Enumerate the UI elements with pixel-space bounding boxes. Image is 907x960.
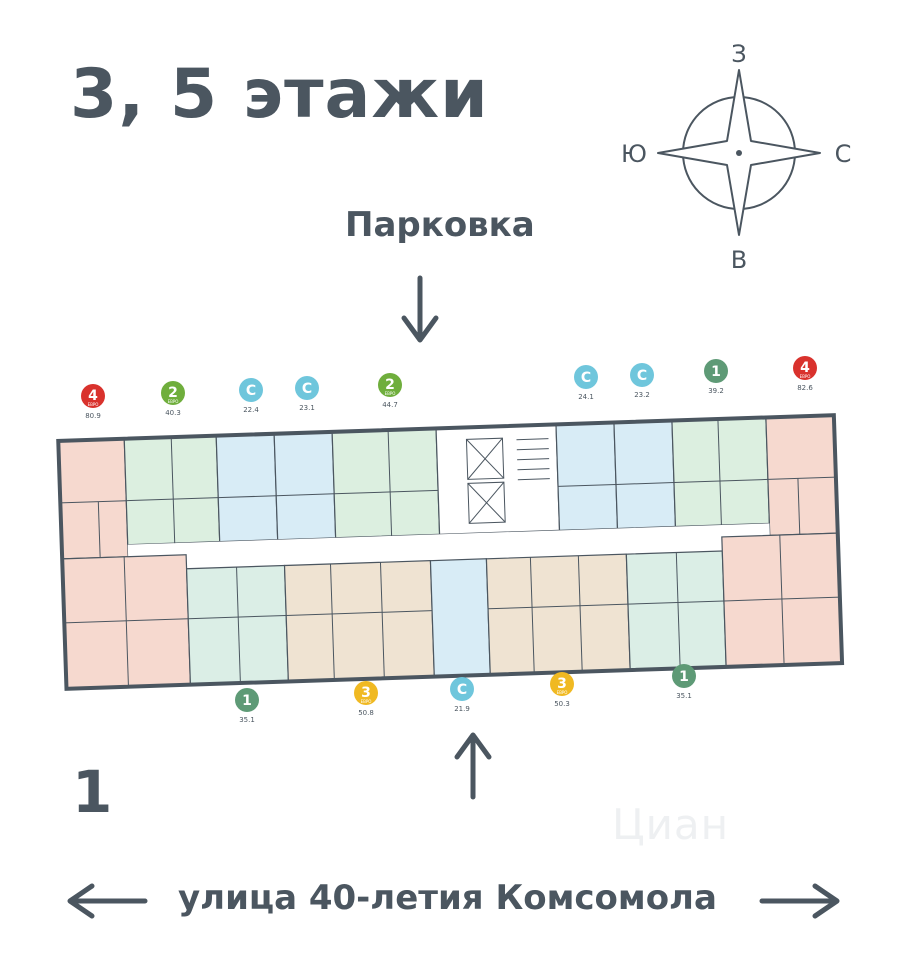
- apartment-badge: 1 35.1: [672, 664, 696, 700]
- watermark: Циан: [612, 800, 730, 849]
- compass-north: З: [731, 40, 746, 68]
- badge-rooms: С: [246, 383, 256, 399]
- entrance-arrow-icon: [454, 732, 492, 800]
- compass-center: [736, 150, 742, 156]
- badge-euro: ЕВРО: [557, 690, 568, 695]
- building-number: 1: [72, 758, 113, 826]
- badge-euro: ЕВРО: [168, 399, 179, 404]
- apartment-area: 50.8: [358, 709, 374, 717]
- apartment-badge: С 22.4: [239, 378, 263, 414]
- badge-circle: [81, 384, 105, 408]
- apartment-area: 35.1: [676, 692, 692, 700]
- apartment-badge: 2 ЕВРО 44.7: [378, 373, 402, 409]
- badge-circle: [295, 376, 319, 400]
- apartment-badge: 3 ЕВРО 50.8: [354, 681, 378, 717]
- apartment-badge: 4 ЕВРО 80.9: [81, 384, 105, 420]
- badge-circle: [550, 672, 574, 696]
- unit-top-4-82-6: [765, 414, 839, 537]
- badge-rooms: 3: [557, 676, 567, 692]
- apartment-badge: 3 ЕВРО 50.3: [550, 672, 574, 708]
- badge-rooms: С: [302, 381, 312, 397]
- outer-wall: [56, 413, 845, 691]
- apartment-badge: С 21.9: [450, 677, 474, 713]
- apartment-area: 23.1: [299, 404, 315, 412]
- badge-rooms: С: [581, 370, 591, 386]
- unit-top-2-44-7: [331, 427, 441, 539]
- plan-body: [56, 413, 845, 691]
- badge-circle: [450, 677, 474, 701]
- badge-euro: ЕВРО: [385, 391, 396, 396]
- apartment-area: 23.2: [634, 391, 650, 399]
- badge-euro: ЕВРО: [361, 699, 372, 704]
- apartment-area: 40.3: [165, 409, 181, 417]
- unit-bottom-3-50-8: [283, 560, 435, 683]
- apartment-badge: 1 39.2: [704, 359, 728, 395]
- apartment-area: 80.9: [85, 412, 101, 420]
- badge-euro: ЕВРО: [88, 402, 99, 407]
- street-arrow-right-icon: [759, 883, 840, 919]
- apartment-badge: 1 35.1: [235, 688, 259, 724]
- apartment-badge: 2 ЕВРО 40.3: [161, 381, 185, 417]
- unit-top-4-80-9: [57, 438, 129, 560]
- apartment-area: 82.6: [797, 384, 813, 392]
- apartment-area: 21.9: [454, 705, 470, 713]
- badge-rooms: 3: [361, 685, 371, 701]
- badge-rooms: 1: [242, 693, 252, 709]
- badge-rooms: 1: [711, 364, 721, 380]
- unit-top-studio-23-2: [613, 419, 677, 530]
- apartment-badge: С 23.1: [295, 376, 319, 412]
- badge-circle: [354, 681, 378, 705]
- partition-lines: [60, 419, 840, 687]
- apartment-area: 35.1: [239, 716, 255, 724]
- badge-circle: [239, 378, 263, 402]
- compass-west: Ю: [621, 140, 647, 168]
- badge-circle: [574, 365, 598, 389]
- badge-circle: [235, 688, 259, 712]
- badge-rooms: 4: [800, 360, 810, 376]
- badge-circle: [704, 359, 728, 383]
- apartment-badge: С 23.2: [630, 363, 654, 399]
- compass-east: С: [835, 140, 852, 168]
- badge-rooms: 1: [679, 669, 689, 685]
- apartment-area: 44.7: [382, 401, 398, 409]
- badge-circle: [378, 373, 402, 397]
- apartment-badge: 4 ЕВРО 82.6: [793, 356, 817, 392]
- stair-core-icon: [465, 437, 550, 524]
- badge-circle: [630, 363, 654, 387]
- badge-euro: ЕВРО: [800, 374, 811, 379]
- apartment-area: 22.4: [243, 406, 259, 414]
- compass-south: В: [731, 246, 747, 274]
- badge-circle: [161, 381, 185, 405]
- street-label: улица 40-летия Комсомола: [178, 878, 717, 918]
- unit-bottom-3-50-3: [485, 553, 631, 676]
- unit-bottom-studio-21-9: [429, 558, 491, 678]
- parking-arrow-icon: [401, 275, 439, 343]
- unit-top-studio-24-1: [555, 421, 619, 531]
- badge-circle: [672, 664, 696, 688]
- badge-circle: [793, 356, 817, 380]
- unit-top-studio-22-4: [215, 433, 279, 543]
- apartment-area: 39.2: [708, 387, 724, 395]
- badge-rooms: 2: [385, 377, 395, 393]
- badge-rooms: С: [637, 368, 647, 384]
- badge-rooms: 2: [168, 385, 178, 401]
- apartment-badge: С 24.1: [574, 365, 598, 401]
- badge-rooms: С: [457, 682, 467, 698]
- apartment-area: 24.1: [578, 393, 594, 401]
- apartment-area: 50.3: [554, 700, 570, 708]
- corridor: [127, 523, 771, 571]
- page-title: 3, 5 этажи: [70, 55, 489, 134]
- unit-bottom-1-35-1-right: [625, 550, 727, 671]
- street-arrow-left-icon: [67, 883, 148, 919]
- parking-label: Парковка: [345, 205, 535, 245]
- badge-rooms: 4: [88, 388, 98, 404]
- unit-top-studio-23-1: [273, 431, 337, 541]
